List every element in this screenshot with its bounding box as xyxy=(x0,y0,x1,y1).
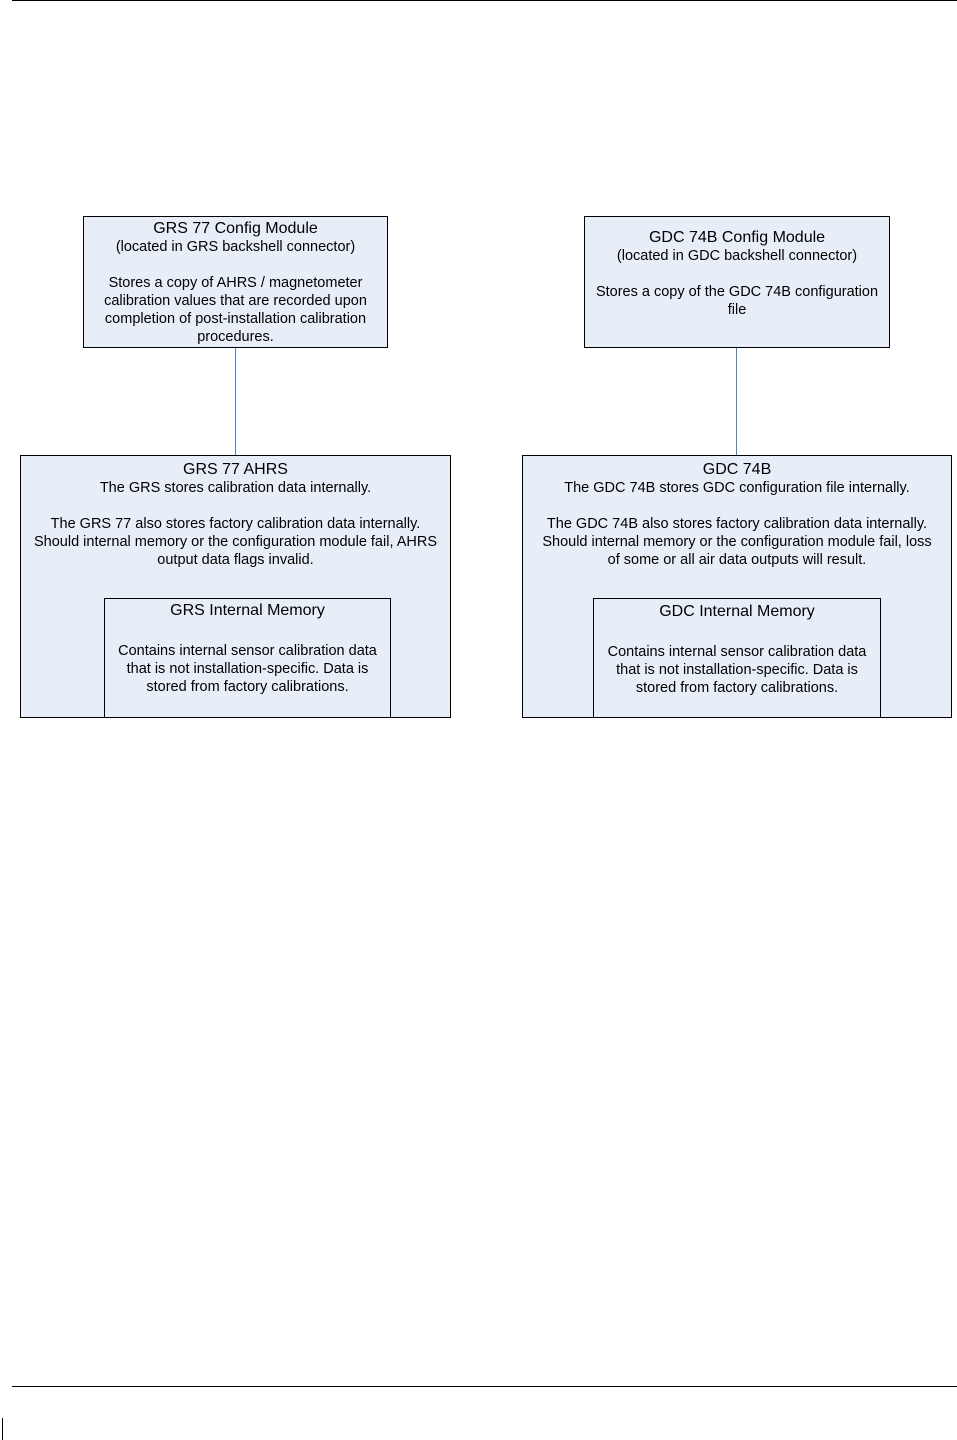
grs-config-module-text-line: Stores a copy of AHRS / magnetometer xyxy=(108,275,363,291)
page-margin-mark xyxy=(2,1418,3,1440)
grs-77-ahrs-text-line: The GRS 77 also stores factory calibrati… xyxy=(50,516,421,532)
grs-77-ahrs-summary: The GRS stores calibration data internal… xyxy=(99,480,372,496)
grs-77-ahrs-title: GRS 77 AHRS xyxy=(183,461,288,478)
gdc-74b-text-line: Should internal memory or the configurat… xyxy=(542,534,932,550)
grs-internal-memory-text-line: Contains internal sensor calibration dat… xyxy=(118,643,377,659)
grs-config-module-text-line: completion of post-installation calibrat… xyxy=(104,311,367,327)
gdc-config-module-title: GDC 74B Config Module xyxy=(648,229,826,246)
grs-connector-line xyxy=(235,348,236,456)
grs-internal-memory-text-line: that is not installation-specific. Data … xyxy=(126,661,369,677)
gdc-74b-text-line: of some or all air data outputs will res… xyxy=(607,552,867,568)
gdc-74b-summary: The GDC 74B stores GDC configuration fil… xyxy=(564,480,910,496)
gdc-internal-memory-text-line: stored from factory calibrations. xyxy=(635,680,839,696)
page-header-rule xyxy=(12,0,957,1)
gdc-74b-text-line: The GDC 74B also stores factory calibrat… xyxy=(546,516,928,532)
gdc-internal-memory-text-line: that is not installation-specific. Data … xyxy=(616,662,858,678)
grs-config-module-text-line: procedures. xyxy=(197,329,274,345)
gdc-internal-memory-box: GDC Internal Memory Contains internal se… xyxy=(593,598,881,718)
grs-config-module-text-line: calibration values that are recorded upo… xyxy=(104,293,367,309)
page-footer-rule xyxy=(12,1386,957,1387)
gdc-internal-memory-title: GDC Internal Memory xyxy=(659,603,815,620)
grs-77-ahrs-text-line: output data flags invalid. xyxy=(157,552,314,568)
grs-internal-memory-box: GRS Internal Memory Contains internal se… xyxy=(104,598,391,718)
grs-internal-memory-title: GRS Internal Memory xyxy=(170,602,325,619)
gdc-config-module-text-line: Stores a copy of the GDC 74B configurati… xyxy=(595,284,879,300)
grs-config-module-box: GRS 77 Config Module (located in GRS bac… xyxy=(83,216,388,348)
grs-77-ahrs-text-line: Should internal memory or the configurat… xyxy=(34,534,437,550)
gdc-74b-title: GDC 74B xyxy=(702,461,772,478)
grs-config-module-title: GRS 77 Config Module xyxy=(153,220,318,237)
grs-internal-memory-text-line: stored from factory calibrations. xyxy=(146,679,349,695)
gdc-config-module-box: GDC 74B Config Module (located in GDC ba… xyxy=(584,216,890,348)
gdc-config-module-text-line: file xyxy=(727,302,747,318)
grs-config-module-location: (located in GRS backshell connector) xyxy=(115,239,356,255)
gdc-config-module-location: (located in GDC backshell connector) xyxy=(616,248,858,264)
gdc-internal-memory-text-line: Contains internal sensor calibration dat… xyxy=(607,644,867,660)
gdc-connector-line xyxy=(736,348,737,456)
